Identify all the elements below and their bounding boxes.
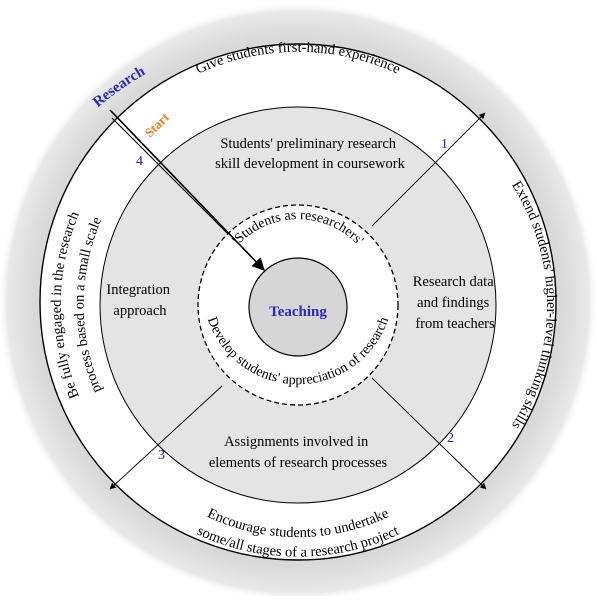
divider-bottom-right (371, 377, 487, 490)
quadrant-bottom-text: Assignments involved in elements of rese… (209, 434, 388, 471)
quadrant-number-4: 4 (136, 154, 143, 169)
quadrant-left-text: Integration approach (106, 282, 173, 319)
quadrant-number-2: 2 (447, 431, 454, 446)
quadrant-number-3: 3 (158, 448, 165, 463)
start-arrow (109, 109, 265, 271)
quadrant-top-text: Students' preliminary research skill dev… (215, 136, 405, 172)
center-label: Teaching (269, 304, 327, 320)
divider-top-right (371, 112, 486, 227)
center-disk (248, 257, 348, 357)
quadrant-right-text: Research data and findings from teachers (413, 274, 498, 332)
divider-top-left (111, 117, 233, 239)
divider-bottom-left (109, 385, 223, 490)
quadrant-number-1: 1 (441, 137, 448, 152)
